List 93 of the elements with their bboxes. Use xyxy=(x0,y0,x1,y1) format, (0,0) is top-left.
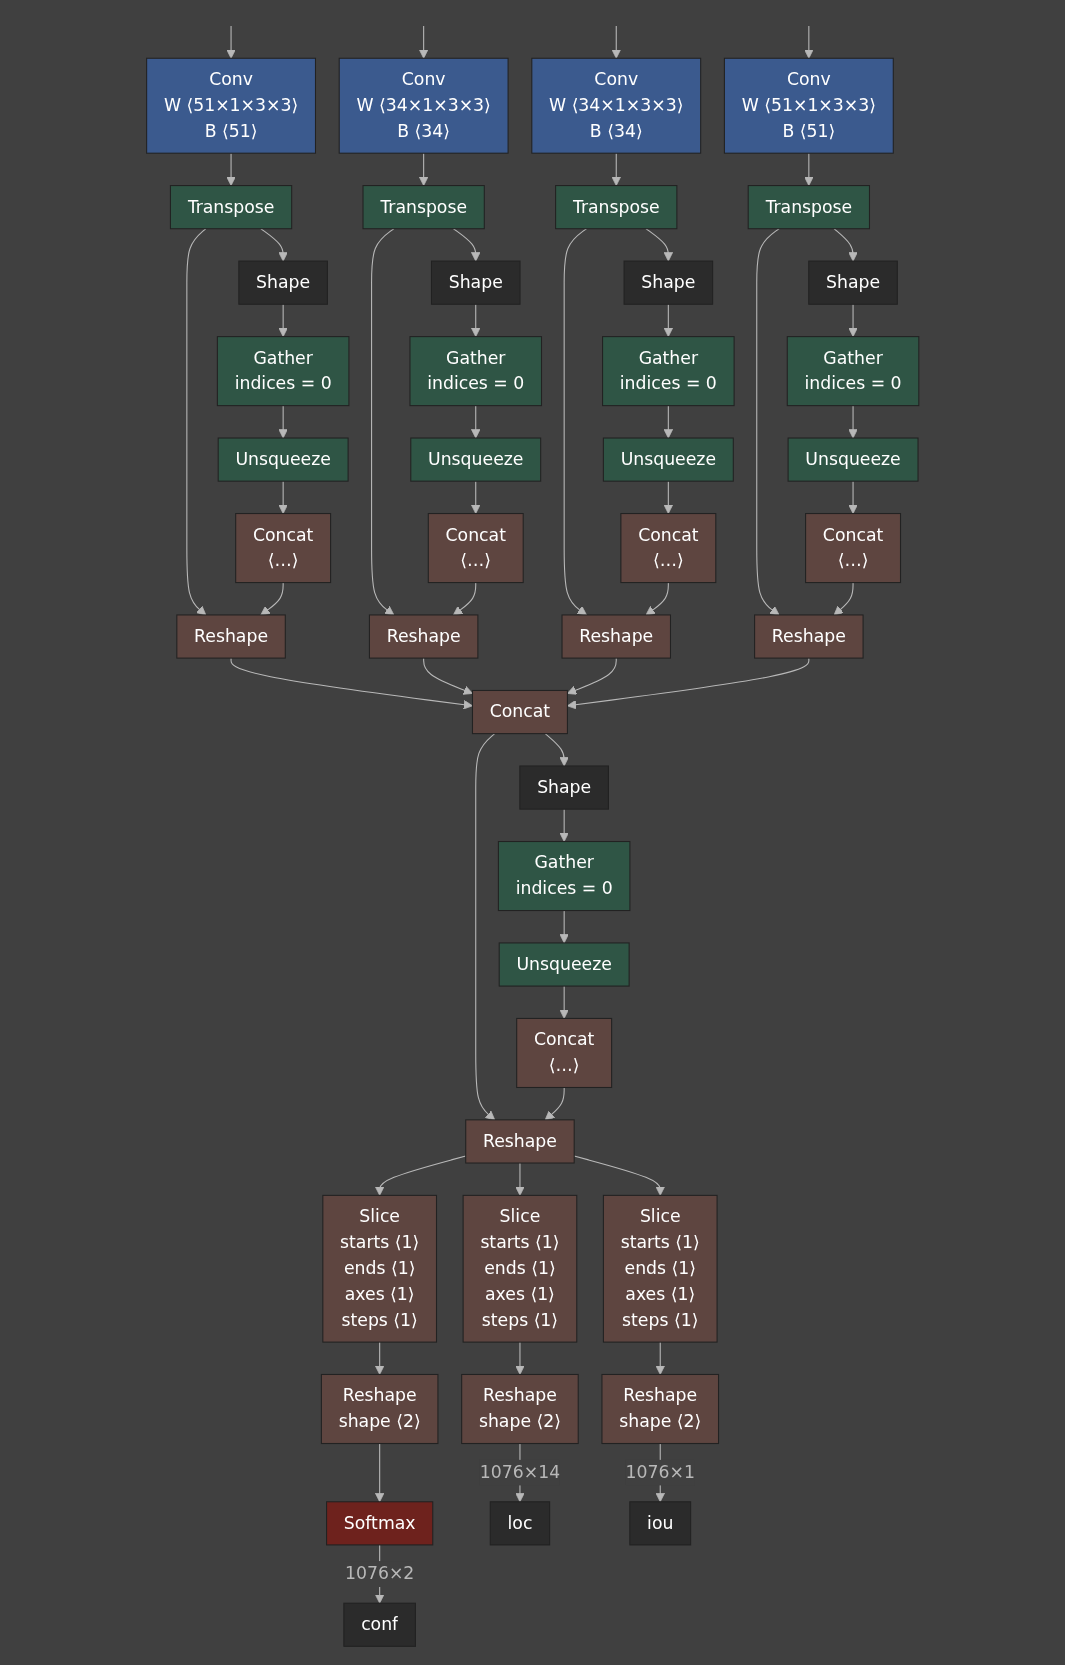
node-box: Shape xyxy=(430,260,521,305)
node-box: Gather indices = 0 xyxy=(216,336,350,407)
node-box: iou xyxy=(629,1501,691,1546)
arrow xyxy=(226,25,236,59)
arrow xyxy=(663,405,673,439)
arrow xyxy=(544,733,569,767)
node-box: Unsqueeze xyxy=(602,437,734,482)
arrow xyxy=(663,303,673,338)
node-box: Shape xyxy=(519,765,609,810)
arrow xyxy=(278,405,288,439)
node-box: Reshape xyxy=(464,1119,575,1164)
node-box: Conv W ⟨51×1×3×3⟩ B ⟨51⟩ xyxy=(723,57,894,154)
node-box: Concat ⟨…⟩ xyxy=(804,513,901,584)
node-box: Concat ⟨…⟩ xyxy=(515,1017,612,1089)
edge-label: 1076×1 xyxy=(625,1461,695,1483)
arrow xyxy=(278,303,288,338)
arrow xyxy=(230,657,473,710)
node-box: Unsqueeze xyxy=(498,942,630,987)
arrow xyxy=(470,480,481,514)
arrow xyxy=(374,1442,385,1503)
node-box: Gather indices = 0 xyxy=(601,336,735,407)
arrow xyxy=(848,405,858,439)
node-box: Conv W ⟨34×1×3×3⟩ B ⟨34⟩ xyxy=(338,57,509,154)
node-box: Slice starts ⟨1⟩ ends ⟨1⟩ axes ⟨1⟩ steps ⟨1⟩ xyxy=(602,1194,718,1343)
node-box: Transpose xyxy=(747,185,870,230)
node-box: Shape xyxy=(808,260,898,305)
node-box: Unsqueeze xyxy=(410,437,541,482)
arrow xyxy=(474,733,495,1121)
node-box: Gather indices = 0 xyxy=(497,840,631,912)
arrow xyxy=(611,152,621,186)
arrow xyxy=(470,303,481,338)
node-box: Slice starts ⟨1⟩ ends ⟨1⟩ axes ⟨1⟩ steps ⟨1⟩ xyxy=(462,1194,578,1343)
arrow xyxy=(559,910,569,944)
arrow xyxy=(260,582,284,616)
arrow xyxy=(573,1155,665,1196)
arrow xyxy=(544,1086,565,1121)
arrow xyxy=(422,657,473,695)
node-box: loc xyxy=(489,1501,550,1546)
node-box: Slice starts ⟨1⟩ ends ⟨1⟩ axes ⟨1⟩ steps ⟨1⟩ xyxy=(322,1194,437,1343)
node-box: Reshape shape ⟨2⟩ xyxy=(601,1373,719,1445)
node-box: Unsqueeze xyxy=(787,437,919,482)
arrow xyxy=(848,480,858,514)
arrow xyxy=(833,582,854,616)
arrow xyxy=(645,582,669,616)
node-box: Concat ⟨…⟩ xyxy=(620,513,717,584)
arrow xyxy=(833,228,858,262)
arrow xyxy=(470,405,481,439)
node-box: Reshape xyxy=(368,614,479,659)
node-box: Concat ⟨…⟩ xyxy=(427,513,524,584)
node-box: Unsqueeze xyxy=(217,437,349,482)
node-box: Concat ⟨…⟩ xyxy=(234,513,331,584)
arrow xyxy=(645,228,673,262)
arrow xyxy=(370,228,395,616)
node-box: Shape xyxy=(238,260,328,305)
node-box: Softmax xyxy=(325,1501,434,1546)
node-box: Reshape shape ⟨2⟩ xyxy=(320,1373,439,1445)
arrow xyxy=(514,1341,525,1375)
arrow xyxy=(452,582,477,616)
node-box: Shape xyxy=(623,260,713,305)
node-box: Reshape xyxy=(753,614,864,659)
node-box: Transpose xyxy=(362,185,485,230)
arrow xyxy=(186,228,207,616)
node-box: Conv W ⟨51×1×3×3⟩ B ⟨51⟩ xyxy=(145,57,316,154)
arrow xyxy=(803,152,814,186)
node-box: Reshape xyxy=(176,614,286,659)
node-box: Conv W ⟨34×1×3×3⟩ B ⟨34⟩ xyxy=(531,57,701,154)
node-box: Transpose xyxy=(169,185,292,230)
arrow xyxy=(514,1162,525,1196)
arrow xyxy=(611,25,621,59)
arrow xyxy=(559,808,569,842)
arrow xyxy=(418,25,429,59)
arrow xyxy=(418,152,429,186)
node-box: Reshape shape ⟨2⟩ xyxy=(460,1373,579,1445)
arrow xyxy=(559,985,569,1019)
node-box: Gather indices = 0 xyxy=(409,336,542,407)
arrow xyxy=(260,228,288,262)
node-box: Concat xyxy=(471,689,568,735)
arrow xyxy=(803,25,814,59)
node-box: Transpose xyxy=(554,185,678,230)
arrow xyxy=(452,228,481,262)
edge-label: 1076×2 xyxy=(344,1563,415,1584)
arrow xyxy=(563,228,587,616)
node-box: Reshape xyxy=(561,614,671,659)
arrow xyxy=(663,480,673,514)
arrow xyxy=(655,1341,665,1375)
arrow xyxy=(278,480,288,514)
arrow xyxy=(374,1341,385,1375)
node-box: Gather indices = 0 xyxy=(786,336,920,407)
edge-label: 1076×14 xyxy=(479,1461,560,1483)
arrow xyxy=(226,152,236,186)
arrow xyxy=(848,303,858,338)
arrow xyxy=(756,228,780,616)
node-box: conf xyxy=(343,1602,416,1647)
